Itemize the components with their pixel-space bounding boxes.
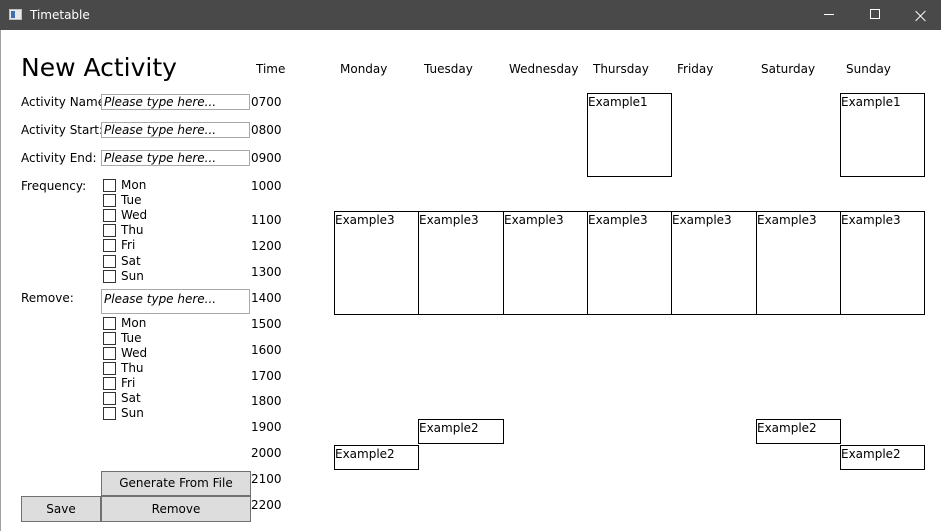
day-header-friday: Friday (677, 62, 714, 76)
remove-tue-checkbox[interactable] (103, 332, 116, 345)
time-label: 1300 (251, 265, 282, 279)
time-label: 1200 (251, 239, 282, 253)
time-label: 1800 (251, 394, 282, 408)
time-label: 2100 (251, 472, 282, 486)
activity-block[interactable]: Example2 (840, 445, 925, 470)
frequency-wed-checkbox[interactable] (103, 209, 116, 222)
minimize-button[interactable] (806, 0, 852, 30)
frequency-wed-label: Wed (121, 208, 148, 222)
close-icon (915, 6, 927, 24)
activity-end-label: Activity End: (21, 151, 97, 165)
maximize-icon (870, 9, 880, 19)
generate-from-file-button[interactable]: Generate From File (101, 471, 251, 496)
time-label: 1000 (251, 179, 282, 193)
remove-thu-label: Thu (121, 361, 144, 375)
frequency-tue-label: Tue (121, 193, 142, 207)
day-header-sunday: Sunday (846, 62, 891, 76)
activity-block[interactable]: Example3 (840, 211, 925, 315)
time-label: 2200 (251, 498, 282, 512)
close-button[interactable] (898, 0, 941, 30)
remove-input[interactable]: Please type here... (101, 289, 250, 314)
activity-block[interactable]: Example3 (587, 211, 672, 315)
remove-mon-checkbox[interactable] (103, 317, 116, 330)
page-title: New Activity (21, 53, 177, 82)
time-label: 0800 (251, 123, 282, 137)
activity-block[interactable]: Example1 (840, 93, 925, 177)
time-label: 1400 (251, 291, 282, 305)
remove-tue-label: Tue (121, 331, 142, 345)
time-label: 1900 (251, 420, 282, 434)
remove-mon-label: Mon (121, 316, 147, 330)
window-border (0, 30, 1, 531)
frequency-sun-label: Sun (121, 269, 144, 283)
remove-thu-checkbox[interactable] (103, 362, 116, 375)
remove-wed-label: Wed (121, 346, 148, 360)
activity-name-label: Activity Name: (21, 95, 110, 109)
activity-block[interactable]: Example3 (334, 211, 419, 315)
day-header-tuesday: Tuesday (424, 62, 473, 76)
activity-block[interactable]: Example3 (418, 211, 504, 315)
frequency-sat-checkbox[interactable] (103, 255, 116, 268)
remove-sat-checkbox[interactable] (103, 392, 116, 405)
remove-wed-checkbox[interactable] (103, 347, 116, 360)
day-header-saturday: Saturday (761, 62, 816, 76)
day-header-monday: Monday (340, 62, 388, 76)
remove-sun-checkbox[interactable] (103, 407, 116, 420)
maximize-button[interactable] (852, 0, 898, 30)
activity-block[interactable]: Example1 (587, 93, 672, 177)
activity-block[interactable]: Example3 (503, 211, 588, 315)
remove-label: Remove: (21, 291, 74, 305)
frequency-thu-checkbox[interactable] (103, 224, 116, 237)
time-label: 1700 (251, 369, 282, 383)
title-bar (0, 0, 941, 30)
remove-sat-label: Sat (121, 391, 141, 405)
activity-block[interactable]: Example3 (671, 211, 757, 315)
frequency-tue-checkbox[interactable] (103, 194, 116, 207)
activity-end-input[interactable]: Please type here... (101, 150, 250, 166)
day-header-thursday: Thursday (593, 62, 649, 76)
activity-block[interactable]: Example2 (418, 419, 504, 444)
activity-start-label: Activity Start: (21, 123, 104, 137)
frequency-sat-label: Sat (121, 254, 141, 268)
activity-start-input[interactable]: Please type here... (101, 122, 250, 138)
window-title: Timetable (30, 8, 90, 22)
frequency-sun-checkbox[interactable] (103, 270, 116, 283)
app-icon (9, 9, 22, 20)
save-button[interactable]: Save (21, 496, 101, 522)
day-header-wednesday: Wednesday (509, 62, 579, 76)
time-label: 1100 (251, 213, 282, 227)
frequency-fri-checkbox[interactable] (103, 239, 116, 252)
remove-fri-checkbox[interactable] (103, 377, 116, 390)
frequency-fri-label: Fri (121, 238, 136, 252)
frequency-mon-label: Mon (121, 178, 147, 192)
time-label: 1500 (251, 317, 282, 331)
activity-block[interactable]: Example3 (756, 211, 841, 315)
frequency-thu-label: Thu (121, 223, 144, 237)
minimize-icon (824, 14, 834, 15)
remove-sun-label: Sun (121, 406, 144, 420)
frequency-label: Frequency: (21, 179, 87, 193)
time-label: 0700 (251, 95, 282, 109)
activity-name-input[interactable]: Please type here... (101, 94, 250, 110)
remove-button[interactable]: Remove (101, 496, 251, 522)
activity-block[interactable]: Example2 (756, 419, 841, 444)
frequency-mon-checkbox[interactable] (103, 179, 116, 192)
remove-fri-label: Fri (121, 376, 136, 390)
time-column-header: Time (256, 62, 286, 76)
time-label: 0900 (251, 151, 282, 165)
time-label: 1600 (251, 343, 282, 357)
activity-block[interactable]: Example2 (334, 445, 419, 470)
time-label: 2000 (251, 446, 282, 460)
